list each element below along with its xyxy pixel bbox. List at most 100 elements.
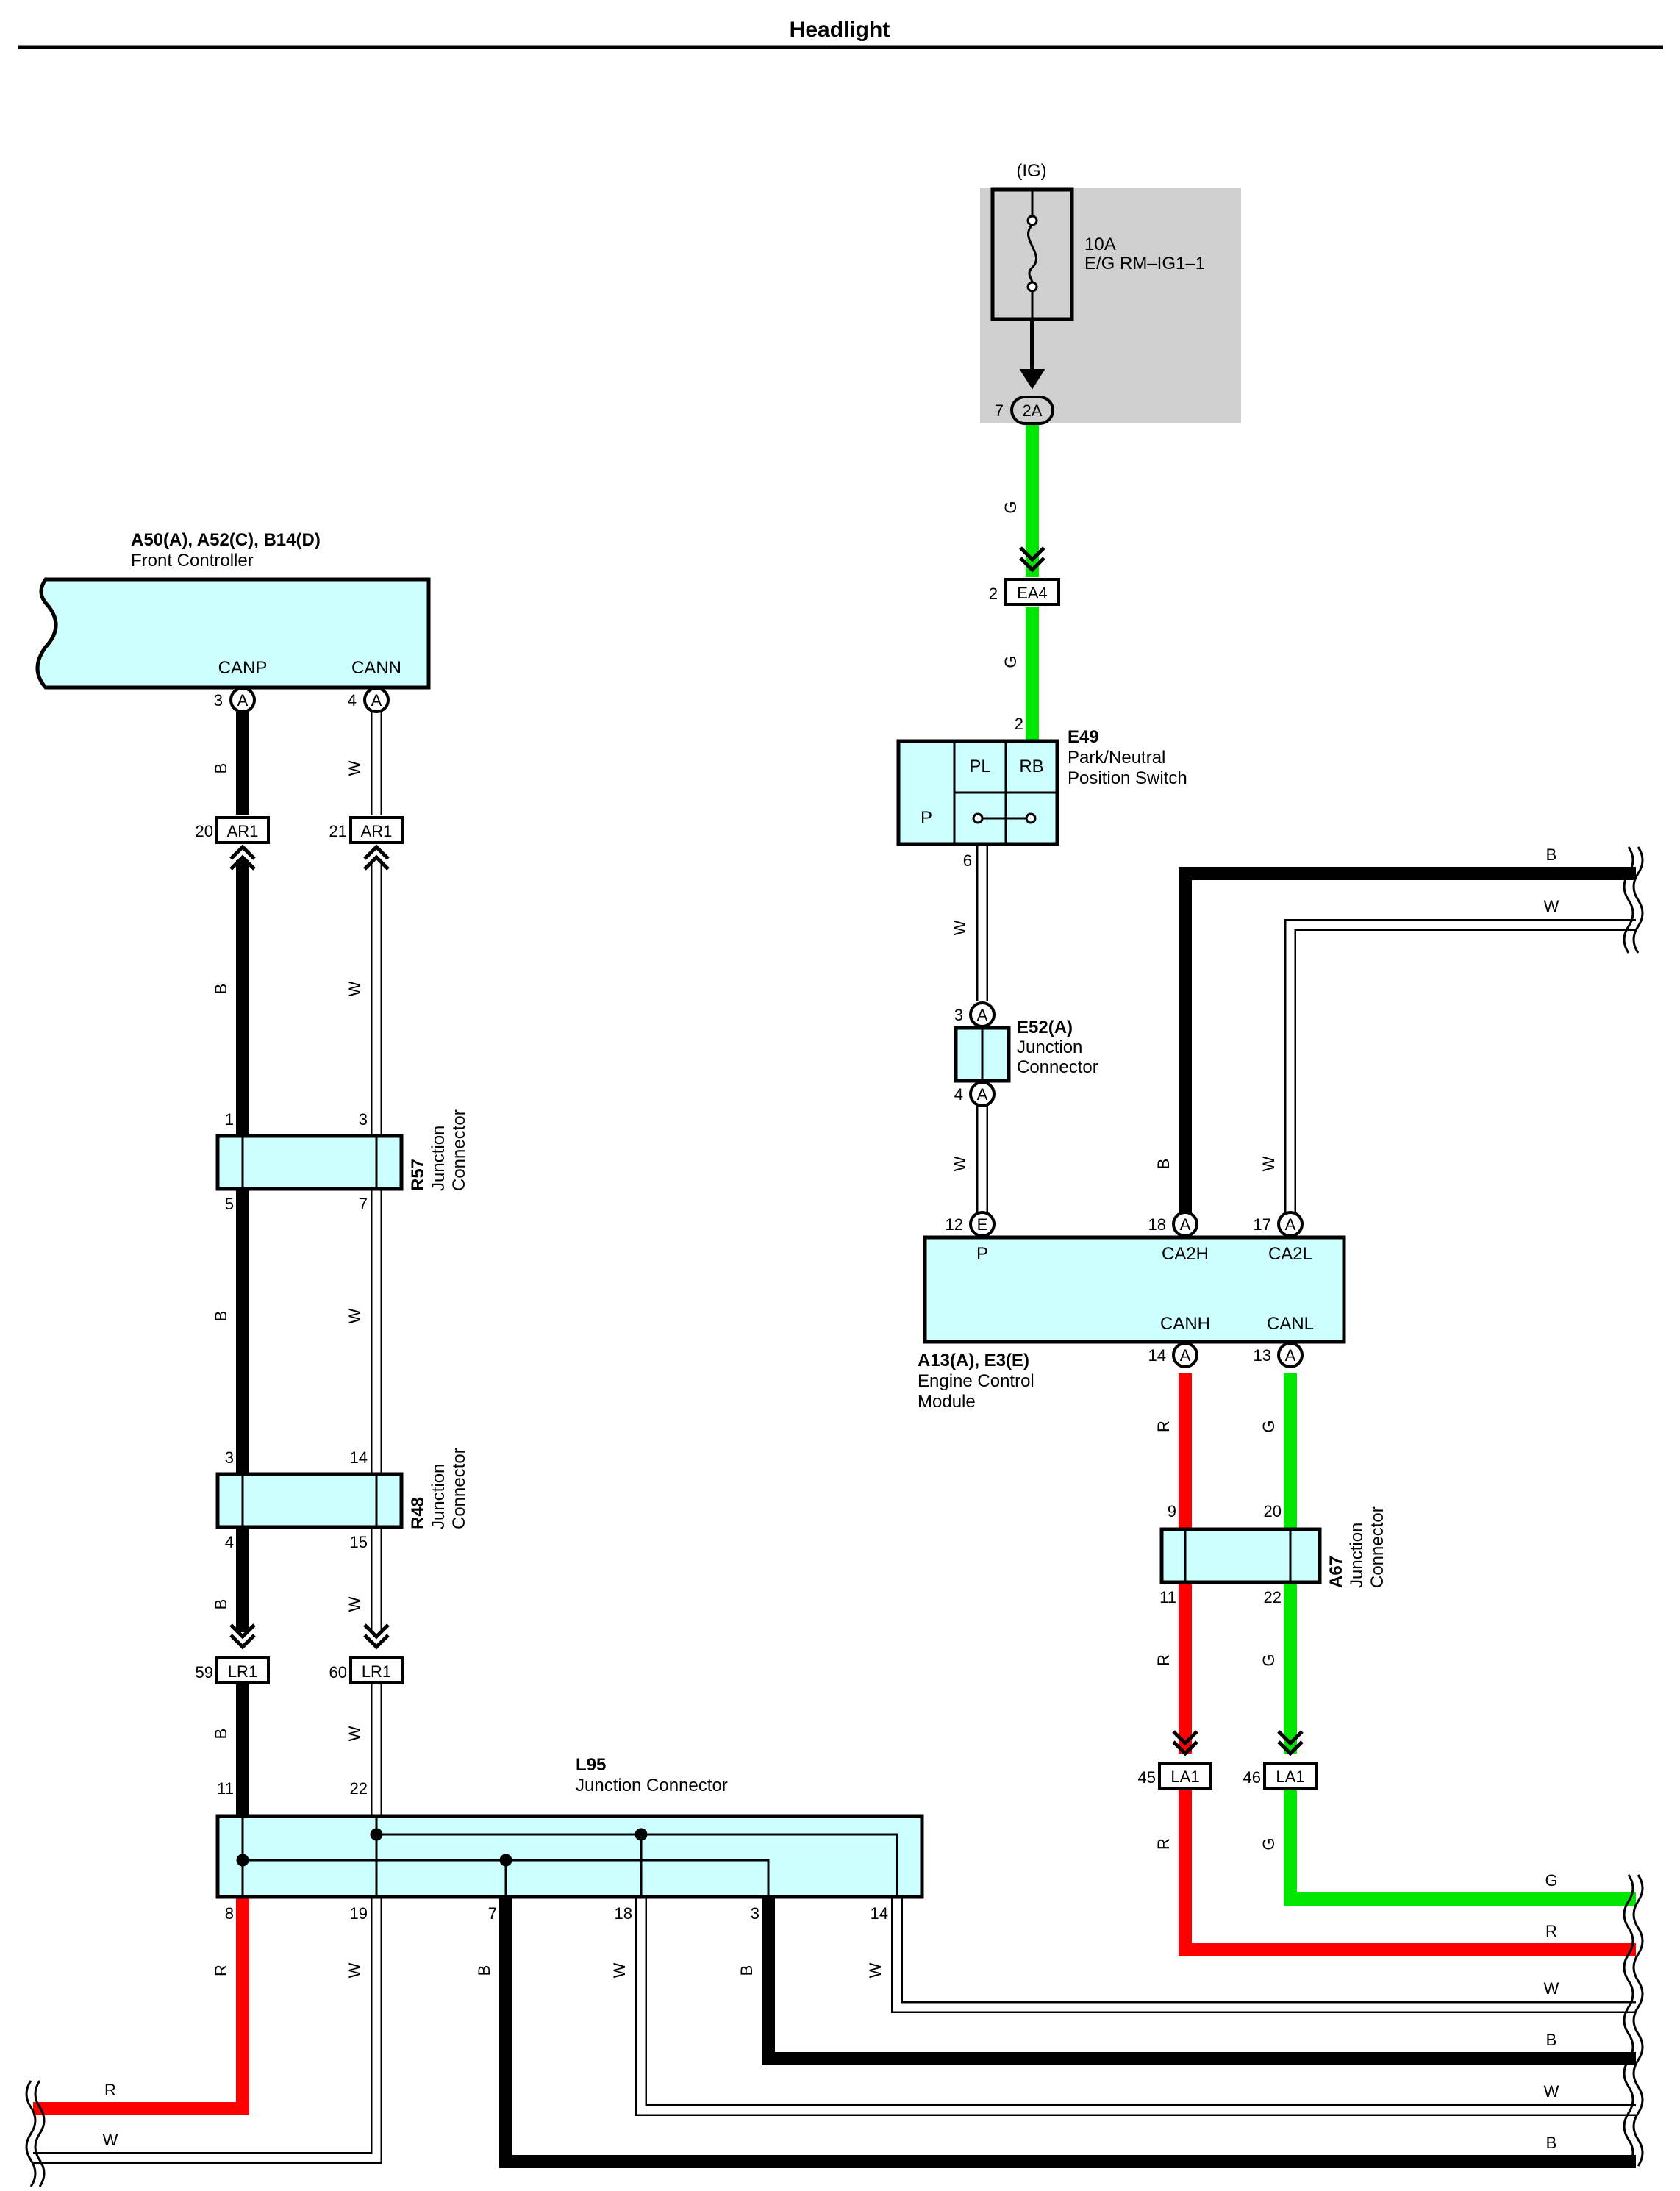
wire-colors-R-label: R — [104, 2081, 116, 2099]
connectors-e-label: E — [977, 1215, 988, 1234]
pins-ecm-ca2h-label: 18 — [1148, 1215, 1166, 1234]
pins-l95-3-label: 3 — [751, 1904, 759, 1923]
pins-e52-out-label: 4 — [954, 1085, 963, 1104]
wire-colors-W-label: W — [1544, 897, 1559, 915]
connectors-ea4-label: EA4 — [1017, 584, 1048, 602]
connectors-a-label: A — [1285, 1346, 1296, 1365]
a67-name-line1-label: Junction — [1347, 1523, 1367, 1588]
ecm-terminals-bottom: A 14 A 13 — [1148, 1342, 1304, 1368]
pins-p-label: P — [921, 808, 932, 828]
lr1-connector-w: 60 LR1 — [329, 1623, 404, 1684]
pins-ca2h-label: CA2H — [1162, 1244, 1209, 1264]
connectors-a-label: A — [1285, 1215, 1296, 1234]
ecm-terminals-top: E 12 A 18 A 17 — [946, 1211, 1304, 1237]
wire-colors-B-label: B — [212, 763, 230, 774]
wire-w-l95-19 — [33, 1898, 382, 2164]
pins-a67-9-label: 9 — [1168, 1502, 1176, 1520]
wire-colors-W-label: W — [346, 1726, 364, 1741]
e52-name-2: Connector — [1017, 1057, 1098, 1077]
r57-box — [215, 1134, 404, 1191]
fuse-supply-label: (IG) — [1016, 161, 1046, 181]
e49-switch-icon — [972, 812, 1037, 824]
wire-colors-W-label: W — [1544, 1979, 1559, 1998]
l95-name: Junction Connector — [576, 1776, 728, 1795]
ecm-box — [923, 1235, 1346, 1344]
ea4-connector: 2 EA4 — [989, 546, 1060, 606]
pins-lr1-b-label: 59 — [196, 1663, 213, 1681]
wire-b-l95-7 — [499, 1898, 1636, 2168]
pins-ar1-b-label: 20 — [196, 822, 213, 840]
pins-l95-8-label: 8 — [225, 1904, 234, 1923]
pins-r48-14-label: 14 — [350, 1448, 368, 1467]
a67-ref-label: A67 — [1326, 1556, 1346, 1588]
wire-colors-W-label: W — [610, 1962, 629, 1978]
wire-colors-B-label: B — [737, 1965, 756, 1976]
wire-colors-B-label: B — [212, 1311, 230, 1322]
pins-l95-7-label: 7 — [488, 1904, 497, 1923]
pins-ecm-ca2l-label: 17 — [1254, 1215, 1271, 1234]
wire-b-ca2h — [1179, 867, 1636, 1220]
r48-label: R48 Junction Connector — [408, 1448, 469, 1529]
wire-colors-G-label: G — [1545, 1871, 1557, 1890]
ecm-ref: A13(A), E3(E) — [918, 1351, 1029, 1370]
wire-colors-W-label: W — [346, 1596, 364, 1612]
r57-name-line1-label: Junction — [429, 1126, 448, 1191]
wire-colors-W-label: W — [346, 1308, 364, 1323]
connectors-a-label: A — [1180, 1346, 1191, 1365]
connectors-ar1-label: AR1 — [227, 822, 259, 840]
l95-ref: L95 — [576, 1755, 606, 1775]
wire-colors-W-label: W — [951, 1156, 969, 1171]
pins-la1-r-label: 45 — [1138, 1768, 1156, 1787]
wire-colors-W-label: W — [103, 2131, 118, 2149]
r48-box — [215, 1472, 404, 1529]
l95-internal-bus — [236, 1816, 898, 1897]
ar1-connector-b: 20 AR1 — [196, 816, 270, 871]
wire-w-l95-14 — [891, 1898, 1636, 2013]
wire-colors-B-label: B — [212, 1599, 230, 1610]
wire-colors-B-label: B — [1546, 846, 1557, 864]
r57-name-line2-label: Connector — [449, 1109, 469, 1191]
wire-w-l95-18 — [635, 1898, 1636, 2116]
e49-grid — [953, 741, 1057, 844]
r48-name-line1-label: Junction — [429, 1464, 448, 1529]
r57-label: R57 Junction Connector — [408, 1109, 469, 1191]
pins-ca2l-label: CA2L — [1268, 1244, 1312, 1264]
pins-e49-in-label: 2 — [1015, 715, 1023, 733]
fuse-rating: 10A — [1084, 235, 1116, 254]
connectors-la1-label: LA1 — [1276, 1768, 1304, 1786]
pins-r57-1-label: 1 — [225, 1110, 234, 1129]
wire-r-l95-8 — [33, 1898, 249, 2115]
front-controller-pin-canp: CANP — [218, 658, 268, 678]
wire-colors-R-label: R — [1154, 1654, 1173, 1666]
la1-connector-r: 45 LA1 — [1138, 1730, 1212, 1790]
fc-cann-terminal — [363, 687, 390, 713]
pins-p-label: P — [976, 1244, 988, 1264]
lr1-connector-b: 59 LR1 — [196, 1623, 270, 1684]
connectors-a-label: A — [977, 1006, 988, 1024]
pins-canl-label: CANL — [1267, 1314, 1314, 1334]
front-controller-box — [35, 577, 431, 690]
pins-l95-18-label: 18 — [615, 1904, 632, 1923]
r48-ref-label: R48 — [408, 1497, 428, 1529]
wire-colors-B-label: B — [1546, 2031, 1557, 2049]
connectors-a-label: A — [977, 1085, 988, 1104]
e49-name-1: Park/Neutral — [1068, 748, 1165, 768]
wire-colors-W-label: W — [346, 1962, 364, 1978]
connectors-a-label: A — [1180, 1215, 1191, 1234]
wire-colors-B-label: B — [475, 1965, 493, 1976]
connectors-lr1-label: LR1 — [362, 1662, 391, 1681]
pins-ecm-canl-label: 13 — [1254, 1346, 1271, 1365]
pins-l95-11-label: 11 — [217, 1779, 234, 1798]
pins-l95-19-label: 19 — [350, 1904, 368, 1923]
wire-colors-G-label: G — [1001, 501, 1020, 513]
wire-colors-W-label: W — [951, 920, 969, 935]
pins-ar1-w-label: 21 — [329, 822, 347, 840]
connectors-lr1-label: LR1 — [228, 1662, 257, 1681]
wire-colors-W-label: W — [346, 981, 364, 996]
pins-pl-label: PL — [969, 757, 990, 776]
pins-fc-canp-label: 3 — [214, 691, 223, 710]
pins-rb-label: RB — [1019, 757, 1043, 776]
wire-color-labels: G G W W B W R G R G R G B W B W B W B W … — [103, 501, 1559, 2152]
wire-colors-G-label: G — [1259, 1420, 1278, 1432]
wire-colors-G-label: G — [1259, 1837, 1278, 1850]
